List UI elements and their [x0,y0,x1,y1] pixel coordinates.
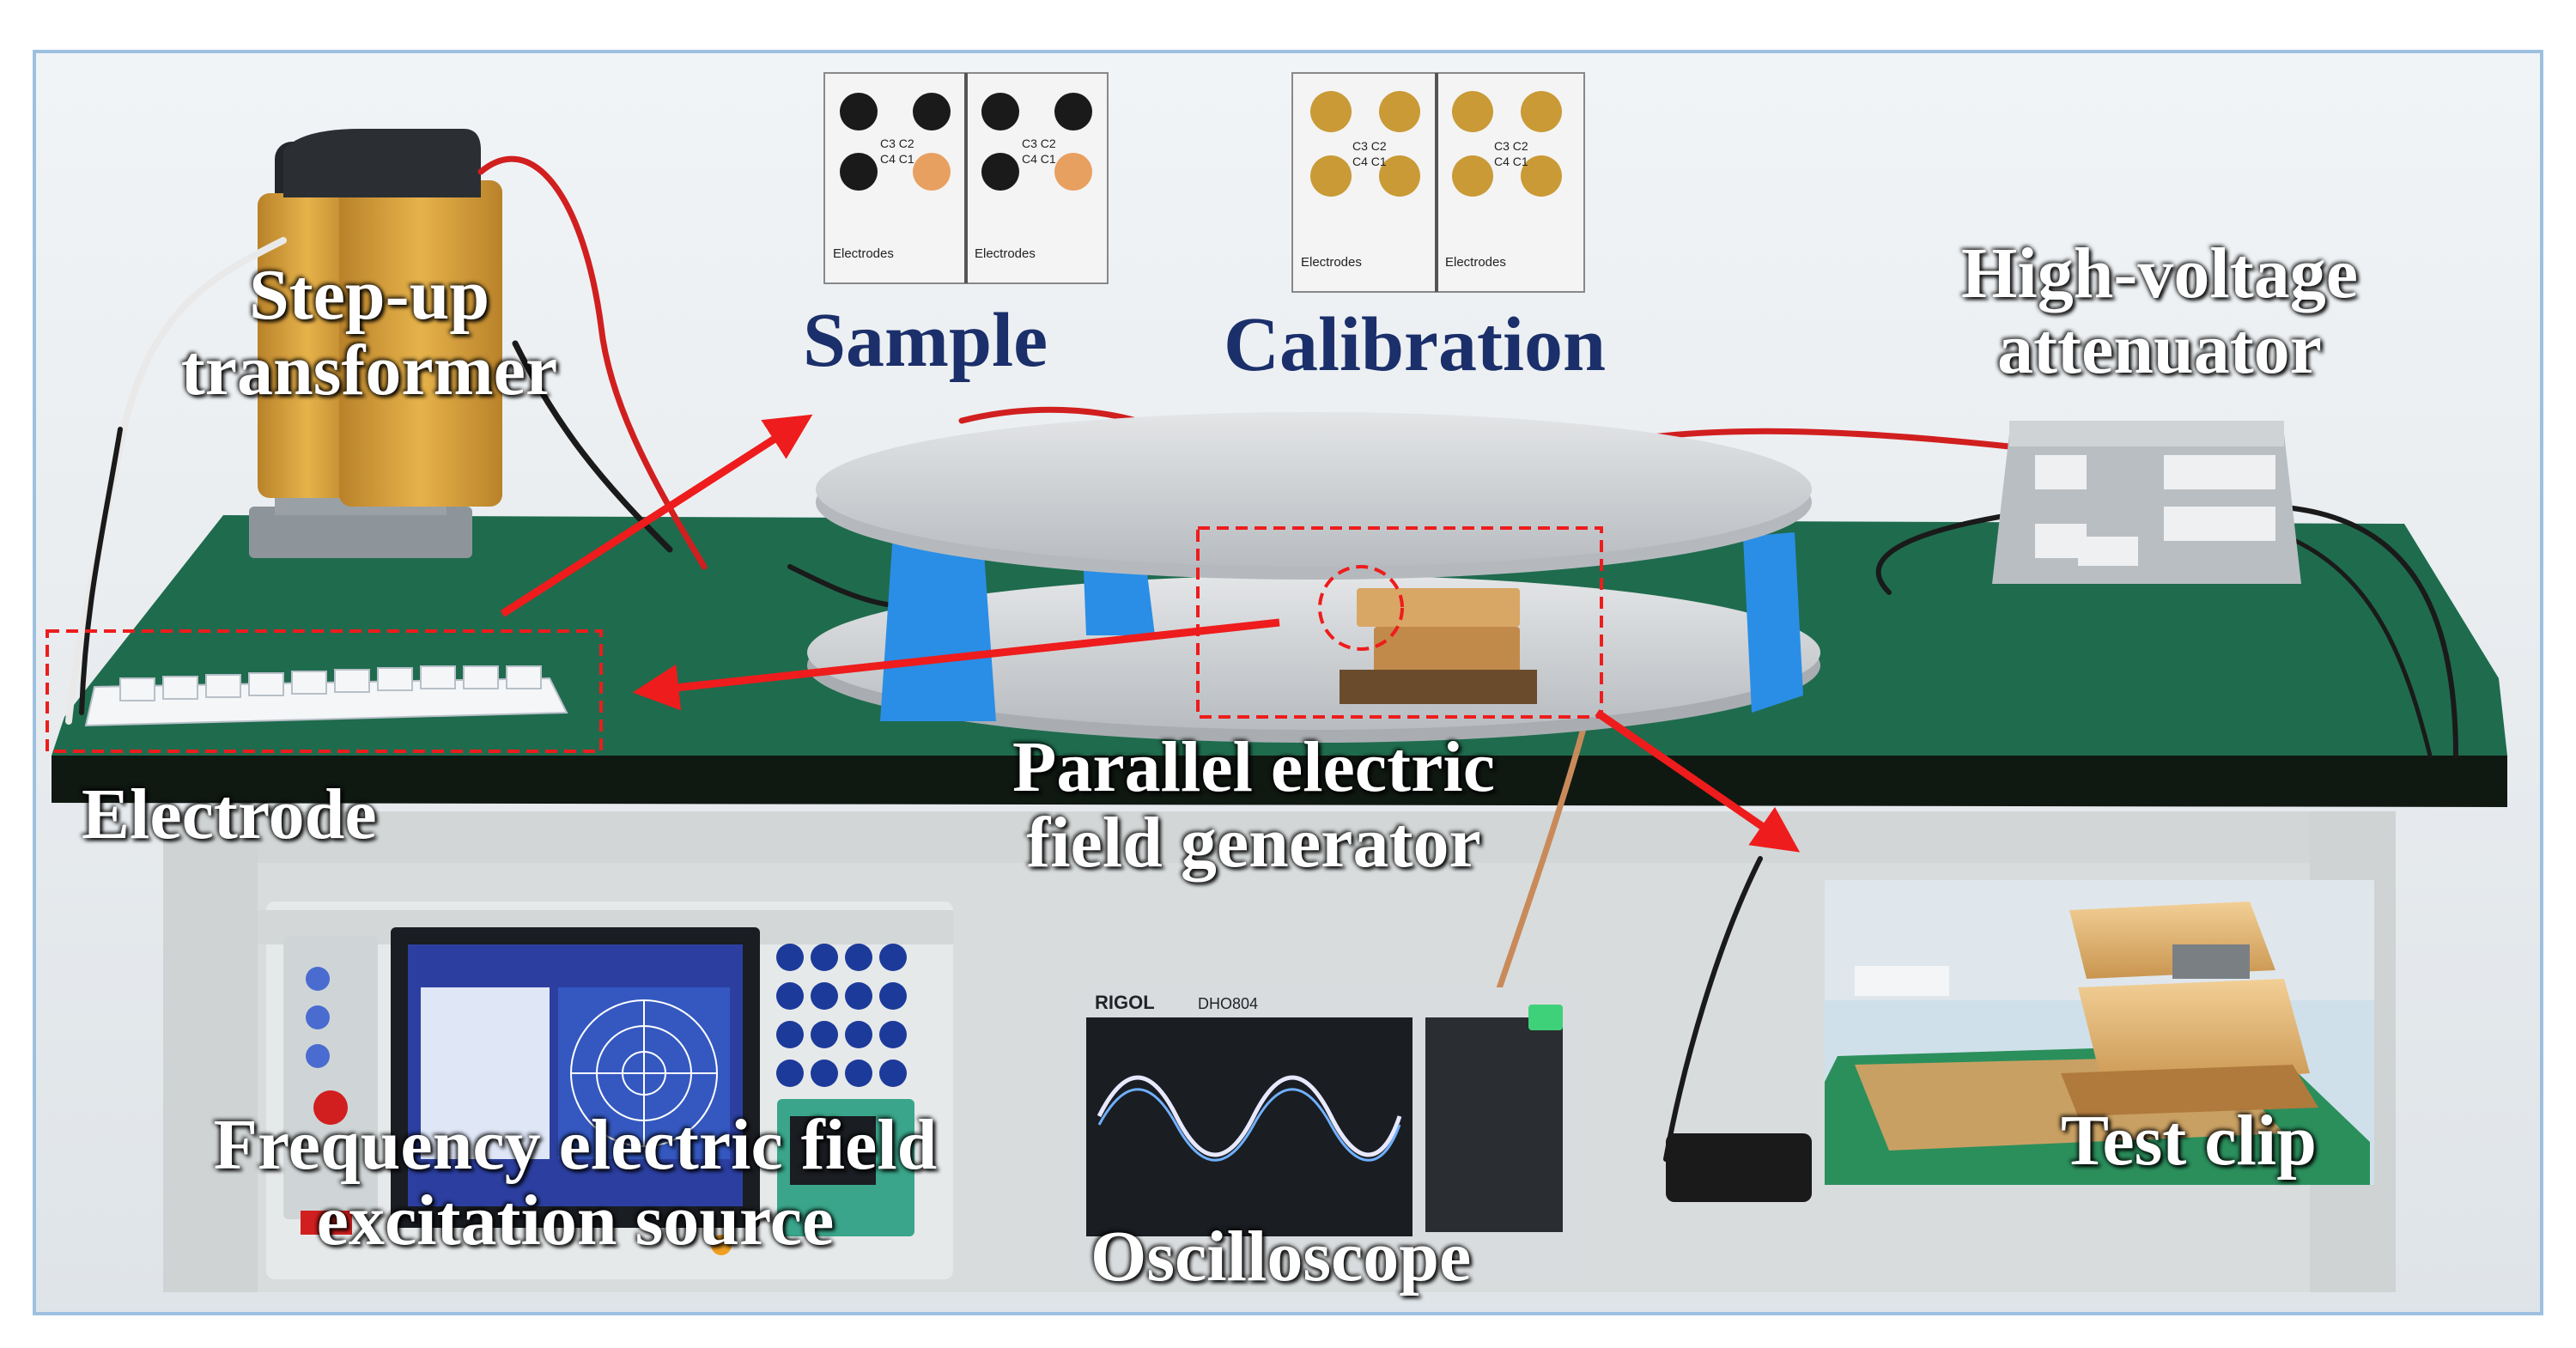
clip-circle [1318,565,1404,651]
arrow-to-electrode [632,618,1280,711]
test-clip-label: Test clip [2061,1101,2317,1181]
annotation-boxes [46,526,1603,753]
sample-electrodes-text-right: Electrodes [975,246,1036,261]
high-voltage-attenuator [1992,421,2301,584]
table-edge [52,756,2507,807]
calibration-electrodes-text-right: Electrodes [1445,255,1506,270]
electrode-label: Electrode [82,774,377,854]
electrode-pieces [84,665,568,727]
test-clip-small [1340,588,1537,704]
sample-codes-bottom-right: C4 C1 [1022,152,1056,166]
freq-label-line1: Frequency electric field [213,1105,938,1185]
parallel-field-generator-label: Parallel electric field generator [910,727,1597,883]
test-clip-inset [1825,880,2374,1185]
sample-label: Sample [803,298,1048,383]
table-leg-left [163,811,258,1292]
calibration-codes-bottom-left: C4 C1 [1352,155,1387,168]
scope-model-text: DHO804 [1198,995,1258,1012]
annotation-arrows [500,414,1801,853]
frequency-excitation-source [258,902,953,1279]
step-up-transformer-label: Step-up transformer [129,255,610,411]
calibration-codes-bottom-right: C4 C1 [1494,155,1528,168]
step-up-label-line1: Step-up [248,255,490,335]
parallel-label-line2: field generator [1026,803,1481,883]
hv-label-line1: High-voltage [1961,234,2358,313]
scope-brand-text: RIGOL [1095,992,1155,1013]
sample-codes-bottom-left: C4 C1 [880,152,914,166]
power-adapter [1666,1133,1812,1202]
arrow-to-test-clip [1595,709,1801,853]
oscilloscope-device: RIGOL DHO804 [1078,987,1576,1279]
sample-codes-top-left: C3 C2 [880,137,914,150]
sample-photo: C3 C2 C4 C1 C3 C2 C4 C1 Electrodes Elect… [823,72,1109,284]
frequency-source-label: Frequency electric field excitation sour… [103,1105,1048,1261]
calibration-label: Calibration [1224,302,1607,387]
table-skirt [172,811,2387,863]
parallel-label-line1: Parallel electric [1012,727,1495,807]
sample-codes-top-right: C3 C2 [1022,137,1056,150]
calibration-electrodes-text-left: Electrodes [1301,255,1362,270]
freq-label-line2: excitation source [316,1181,835,1261]
oscilloscope-label: Oscilloscope [1091,1217,1472,1296]
parallel-field-generator [807,412,1820,743]
high-voltage-attenuator-label: High-voltage attenuator [1902,234,2417,390]
generator-box [1196,526,1603,719]
electrode-box [46,629,603,753]
calibration-codes-top-right: C3 C2 [1494,139,1528,153]
step-up-transformer [249,129,502,558]
calibration-photo: C3 C2 C4 C1 C3 C2 C4 C1 Electrodes Elect… [1291,72,1585,293]
calibration-codes-top-left: C3 C2 [1352,139,1387,153]
step-up-label-line2: transformer [180,331,558,411]
sample-electrodes-text-left: Electrodes [833,246,894,261]
arrow-to-sample [500,414,813,617]
hv-label-line2: attenuator [1997,309,2322,390]
